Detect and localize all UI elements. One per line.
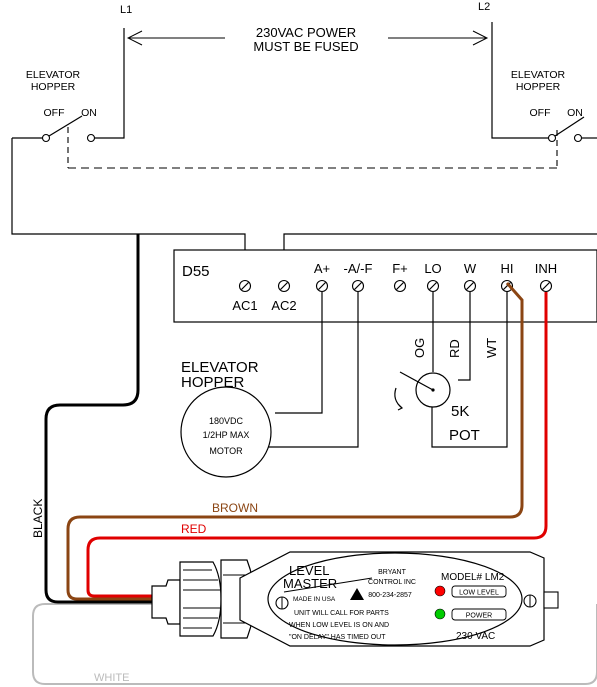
sensor-note-line1: UNIT WILL CALL FOR PARTS [294,610,389,617]
motor-a-minus-wire [260,292,359,448]
motor-title-line1: ELEVATOR [181,359,259,376]
power-note-line2: MUST BE FUSED [253,39,358,54]
wire-brown [66,282,524,601]
controller-model: D55 [182,263,210,280]
terminal-lo-screw-slot [429,282,437,290]
switch-left-blade [48,115,83,137]
pot-rotation-arrowhead [397,403,404,411]
terminal-inh-screw-slot [542,282,550,290]
sensor-made-in: MADE IN USA [293,596,336,603]
low-level-label: LOW LEVEL [459,590,499,597]
l1-wire [95,28,125,139]
pot-label: POT [449,427,480,444]
switch-left-contact-on [86,133,96,143]
wire-white-label: WHITE [94,672,129,684]
terminal-ac2-screw-slot [280,282,288,290]
controller-terminals: A+ -A/-F F+ LO W HI INH AC1 AC2 [232,261,557,313]
terminal-a-minus-f-screw-slot [354,282,362,290]
switch-left-on: ON [81,107,97,119]
pot-wiper [399,371,434,391]
switch-right-label-line1: ELEVATOR [511,69,566,81]
sensor-brand-line2: MASTER [283,576,337,591]
motor-symbol [180,386,272,478]
motor-a-plus-wire [275,292,323,414]
cable-gland-nut [151,579,181,625]
arrow-right-head [472,30,489,46]
motor-spec-line3: MOTOR [209,446,243,456]
wire-red-label: RED [181,522,207,536]
terminal-a-plus-label: A+ [314,261,330,276]
terminal-a-minus-f-label: -A/-F [344,261,373,276]
terminal-w-label: W [464,261,477,276]
sensor-voltage: 230 VAC [456,631,495,642]
terminal-ac1-label: AC1 [232,298,257,313]
pot-wire-wt-label: WT [484,338,499,358]
terminal-ac2-label: AC2 [271,298,296,313]
sensor-note-line3: "ON DELAY" HAS TIMED OUT [289,634,386,641]
switch-right-on: ON [567,107,583,119]
switch-right-off: OFF [530,107,551,119]
sensor-logo-triangle [350,588,364,600]
terminal-ac1-screw-slot [241,282,249,290]
sensor-note-line2: WHEN LOW LEVEL IS ON AND [289,622,389,629]
pot-wt-wire [431,292,508,448]
switch-left-off: OFF [44,107,65,119]
sensor-brand-underline [283,577,373,593]
l2-label: L2 [478,1,490,13]
terminal-f-plus-label: F+ [392,261,408,276]
motor-spec-line1: 180VDC [209,416,244,426]
switch-left-label-line2: HOPPER [31,81,76,93]
terminal-a-plus-screw-slot [318,282,326,290]
motor-spec-line2: 1/2HP MAX [203,430,250,440]
wire-red [86,292,548,598]
low-level-led-icon [434,585,446,597]
power-label: POWER [466,613,492,620]
low-level-indicator-box [451,585,507,598]
arrow-left-head [126,30,143,46]
sensor-model: MODEL# LM2 [441,572,505,583]
wire-white [32,603,597,685]
cable-gland-body [179,561,222,637]
power-indicator-box [451,608,507,621]
l1-label: L1 [120,4,132,16]
switch-right-contact-off [547,133,557,143]
pot-rd-wire [458,292,471,381]
sensor-mount-tab [543,591,559,609]
terminal-inh-label: INH [535,261,557,276]
terminal-hi-label: HI [501,261,514,276]
sensor-maker-line2: CONTROL INC [368,579,416,586]
sensor-brand-line1: LEVEL [289,563,329,578]
pot-wire-og-label: OG [412,338,427,358]
terminal-w-screw-slot [466,282,474,290]
pot-value: 5K [451,403,469,420]
switch-right-blade [554,116,585,137]
pot-wire-rd-label: RD [447,339,462,358]
switch-left-contact-off [41,133,51,143]
switch-left-label-line1: ELEVATOR [26,69,81,81]
terminal-f-plus-screw-slot [396,282,404,290]
terminal-lo-label: LO [424,261,441,276]
sensor-maker-line1: BRYANT [378,569,406,576]
wire-brown-label: BROWN [212,501,258,515]
switch-right-label-line2: HOPPER [516,81,561,93]
power-note-line1: 230VAC POWER [256,25,356,40]
switch-right-contact-on [573,133,583,143]
power-led-icon [434,608,446,620]
l2-wire [491,22,548,139]
wire-black-label: BLACK [31,499,45,538]
sensor-label-plate [267,552,523,646]
sensor-phone: 800-234-2857 [368,592,412,599]
wire-black [44,234,153,604]
